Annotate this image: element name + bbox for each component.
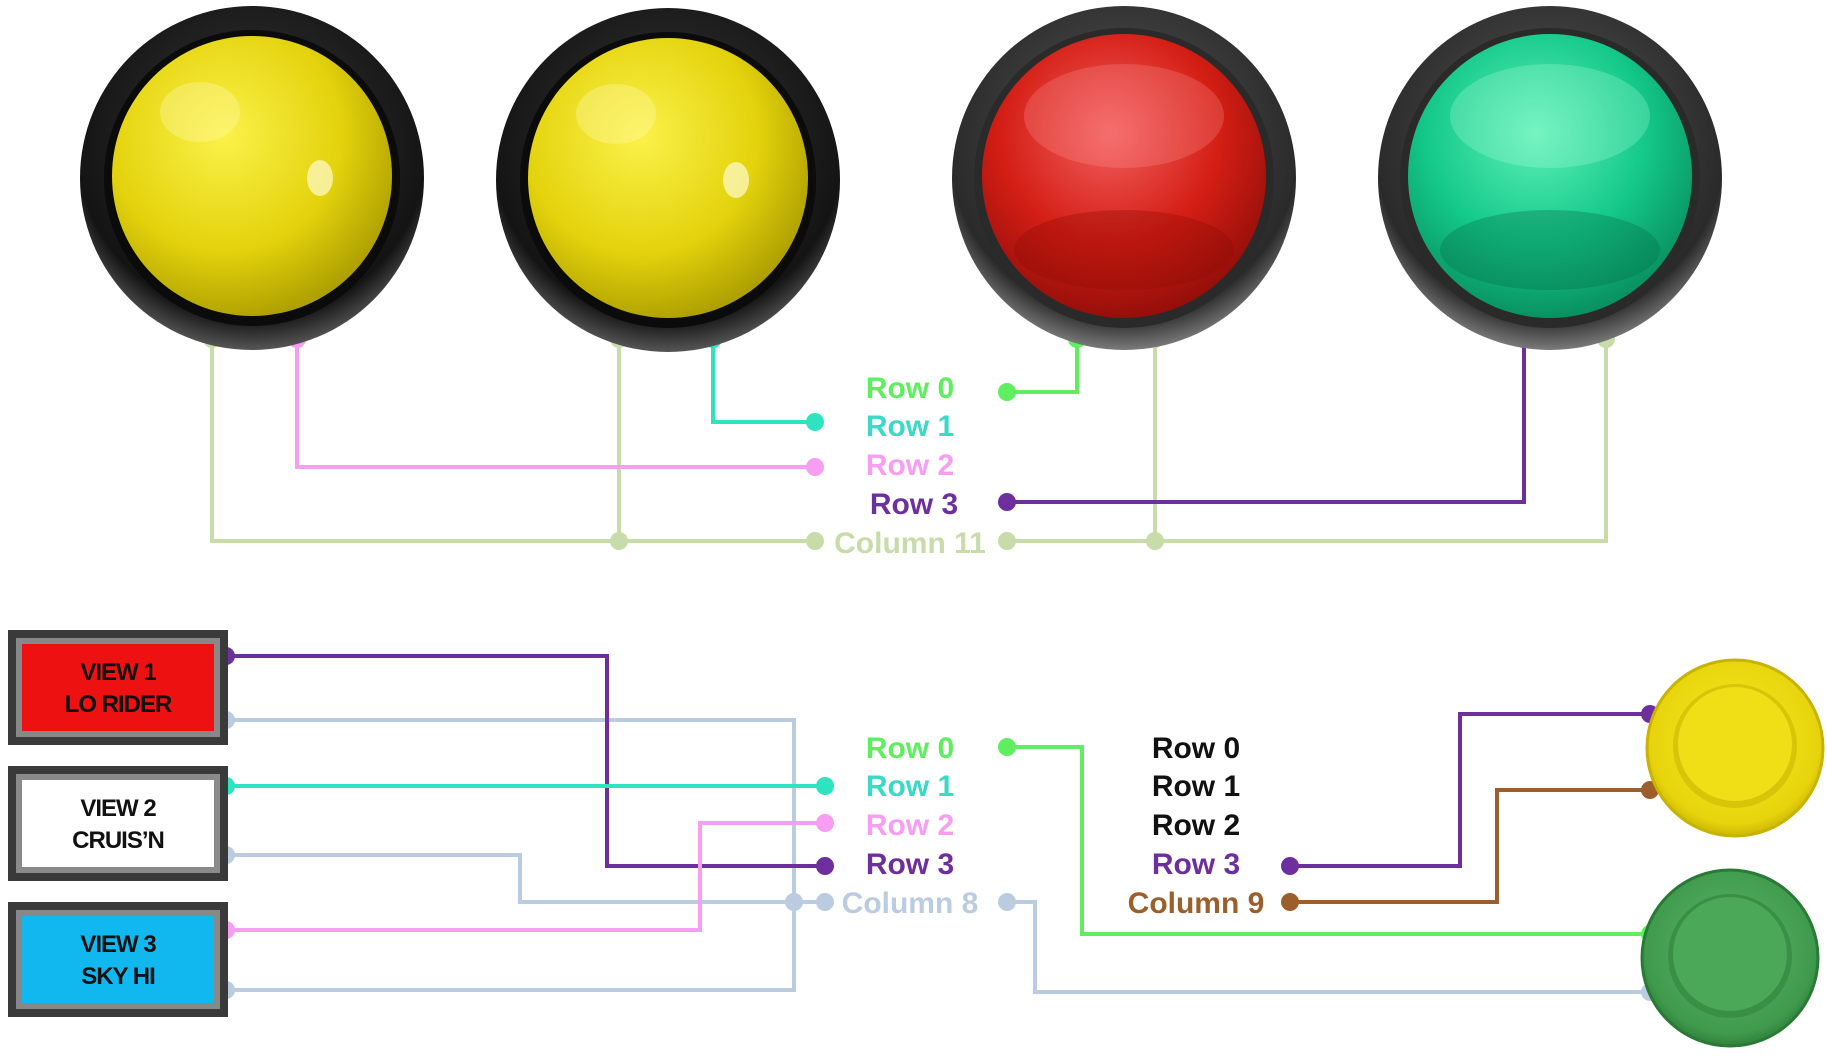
- view3-line2: SKY HI: [81, 963, 155, 990]
- bottom-wires: [217, 647, 1659, 1001]
- bottom-right-labels: Row 0 Row 1 Row 2 Row 3 Column 9: [1128, 732, 1265, 920]
- bottom-left-label-row3: Row 3: [866, 848, 954, 881]
- yellow-round-button: [1645, 658, 1825, 838]
- view2-line2: CRUIS’N: [72, 827, 164, 854]
- wire-col9-yellow-round: [1290, 788, 1650, 904]
- bottom-right-label-column9: Column 9: [1128, 887, 1265, 920]
- view1-line1: VIEW 1: [80, 659, 156, 686]
- bottom-left-label-row0: Row 0: [866, 732, 954, 765]
- view2-line1: VIEW 2: [80, 795, 156, 822]
- green-round-button: [1640, 868, 1820, 1048]
- wire-col8-view1: [226, 718, 796, 992]
- view2-button: VIEW 2 CRUIS’N: [8, 766, 228, 881]
- wire-row2-top: [295, 339, 815, 469]
- top-labels: Row 0 Row 1 Row 2 Row 3 Column 11: [834, 372, 986, 560]
- bottom-right-label-row1: Row 1: [1152, 770, 1240, 803]
- yellow-dome-button-1: [80, 6, 424, 350]
- top-label-row3: Row 3: [870, 488, 958, 521]
- view1-line2: LO RIDER: [65, 691, 172, 718]
- bottom-right-label-row3: Row 3: [1152, 848, 1240, 881]
- wire-row3-top: [1007, 339, 1526, 504]
- green-dome-button: [1378, 6, 1722, 350]
- wire-row0-green-round: [1007, 745, 1650, 936]
- view3-line1: VIEW 3: [80, 931, 156, 958]
- top-label-column11: Column 11: [834, 527, 986, 560]
- top-label-row0: Row 0: [866, 372, 954, 405]
- bottom-right-label-row0: Row 0: [1152, 732, 1240, 765]
- yellow-dome-button-2: [496, 8, 840, 352]
- wire-col8-green-round: [1007, 900, 1650, 994]
- bottom-left-labels: Row 0 Row 1 Row 2 Row 3 Column 8: [842, 732, 979, 920]
- red-dome-button: [952, 6, 1296, 350]
- wire-row0-top: [1007, 339, 1079, 394]
- wire-row2-view3: [226, 821, 825, 932]
- wire-row1-top: [711, 339, 815, 424]
- bottom-right-label-row2: Row 2: [1152, 809, 1240, 842]
- view1-button: VIEW 1 LO RIDER: [8, 630, 228, 745]
- wire-col8-view2: [226, 853, 825, 904]
- top-label-row2: Row 2: [866, 449, 954, 482]
- wire-row3-view1: [226, 654, 825, 868]
- view3-button: VIEW 3 SKY HI: [8, 902, 228, 1017]
- bottom-left-label-row2: Row 2: [866, 809, 954, 842]
- top-label-row1: Row 1: [866, 410, 954, 443]
- wire-row3-yellow-round: [1290, 712, 1650, 868]
- wire-col11-left: [210, 339, 815, 543]
- wire-col11-right: [1007, 339, 1608, 543]
- bottom-left-label-column8: Column 8: [842, 887, 979, 920]
- bottom-left-label-row1: Row 1: [866, 770, 954, 803]
